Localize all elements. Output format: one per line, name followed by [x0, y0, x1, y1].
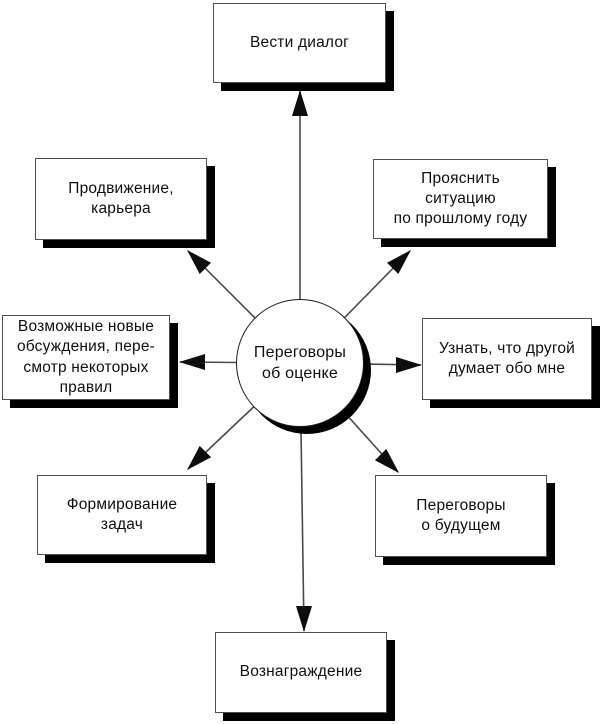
node-voznagrazhdenie: Вознаграждение [215, 632, 387, 713]
node-prodvizhenie-karera: Продвижение, карьера [35, 158, 207, 240]
node-proyasnit-situatsiyu: Прояснить ситуацию по прошлому году [373, 159, 548, 239]
node-label: Вознаграждение [239, 663, 363, 681]
node-novye-obsuzhdeniya: Возможные новые обсуждения, пере- смотр … [2, 315, 170, 400]
node-label: Вести диалог [250, 33, 349, 51]
node-label: Продвижение, карьера [68, 179, 174, 217]
node-label: Переговоры о будущем [416, 496, 506, 534]
node-vesti-dialog: Вести диалог [213, 3, 386, 83]
node-formirovanie-zadach: Формирование задач [37, 475, 207, 555]
center-node-peregovory-ob-otsenke: Переговоры об оценке [236, 299, 364, 427]
node-label: Возможные новые обсуждения, пере- смотр … [16, 318, 156, 396]
node-uznat-mnenie-drugogo: Узнать, что другой думает обо мне [422, 318, 592, 400]
center-node-label: Переговоры об оценке [253, 343, 347, 382]
node-label: Узнать, что другой думает обо мне [438, 339, 576, 377]
node-label: Прояснить ситуацию по прошлому году [393, 169, 528, 228]
node-label: Формирование задач [66, 495, 178, 533]
node-peregovory-o-budushchem: Переговоры о будущем [375, 475, 547, 557]
